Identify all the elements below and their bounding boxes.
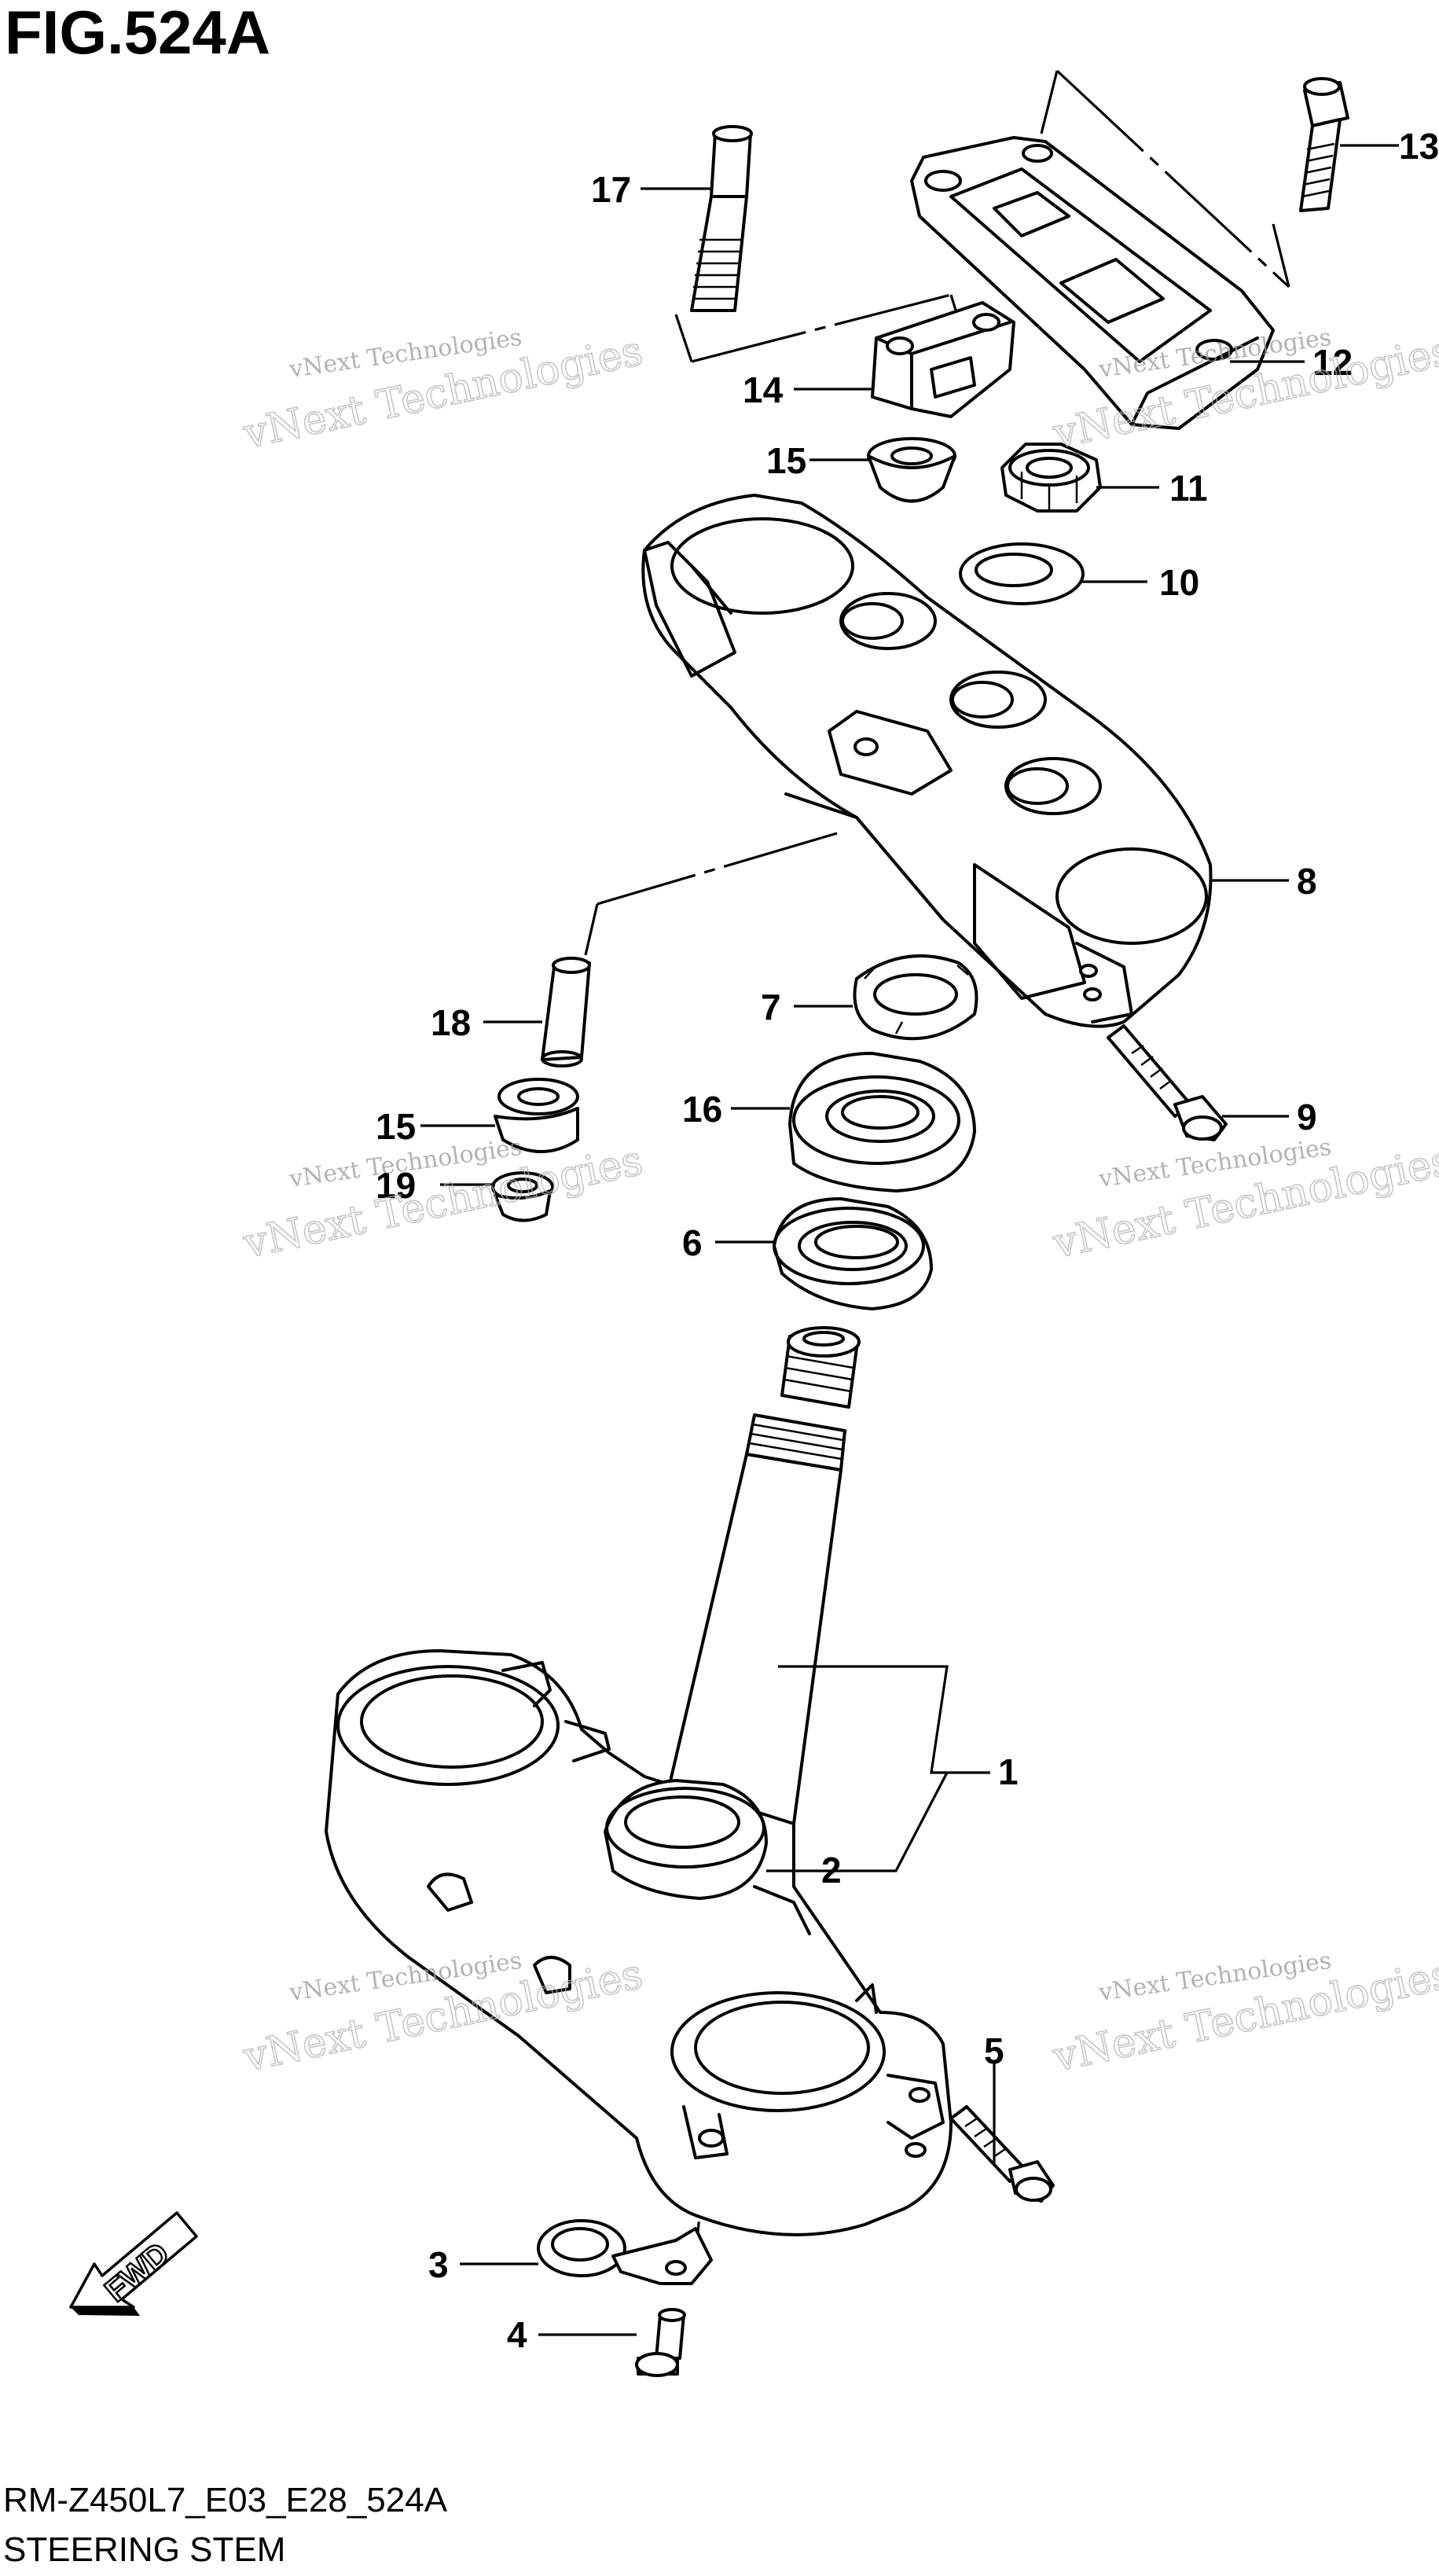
fwd-arrow-icon: FWD bbox=[69, 2211, 198, 2316]
callout-17: 17 bbox=[591, 169, 631, 210]
callout-11: 11 bbox=[1169, 468, 1208, 509]
part-18-collar bbox=[541, 957, 591, 1068]
part-9-bolt bbox=[1107, 1024, 1228, 1141]
part-11-stem-nut bbox=[1000, 443, 1102, 513]
part-3-cable-guide bbox=[537, 2219, 713, 2285]
part-6-bearing bbox=[773, 1197, 933, 1310]
part-7-ring-nut bbox=[853, 954, 978, 1041]
callout-8: 8 bbox=[1297, 861, 1317, 902]
watermark-6: vNext Technologies vNext Technologies bbox=[1048, 1947, 1439, 2082]
watermark-3: vNext Technologies vNext Technologies bbox=[238, 1134, 647, 1269]
part-16-dust-seal bbox=[788, 1052, 976, 1192]
callout-15-lower: 15 bbox=[376, 1106, 416, 1147]
part-8-upper-bracket bbox=[641, 494, 1213, 1028]
callout-3: 3 bbox=[428, 2244, 449, 2285]
part-10-washer bbox=[959, 542, 1085, 605]
callout-10: 10 bbox=[1159, 562, 1199, 603]
figure-code: RM-Z450L7_E03_E28_524A bbox=[3, 2481, 448, 2519]
part-13-bolt bbox=[1299, 77, 1349, 212]
callout-18: 18 bbox=[431, 1002, 471, 1043]
callout-1: 1 bbox=[998, 1751, 1019, 1792]
part-19-collar bbox=[491, 1171, 554, 1222]
callout-2: 2 bbox=[821, 1850, 842, 1891]
callout-labels: 1 2 3 4 5 6 7 8 9 10 11 12 13 14 15 15 1… bbox=[376, 126, 1439, 2355]
part-15-bushing-upper bbox=[867, 437, 956, 503]
figure-caption: STEERING STEM bbox=[3, 2530, 285, 2569]
leader-lines bbox=[420, 144, 1399, 2336]
callout-14: 14 bbox=[743, 369, 784, 410]
callout-13: 13 bbox=[1399, 126, 1439, 167]
part-17-bolt bbox=[690, 125, 753, 312]
watermark-1: vNext Technologies vNext Technologies bbox=[238, 324, 647, 459]
part-2-bearing bbox=[604, 1779, 768, 1900]
callout-19: 19 bbox=[376, 1165, 416, 1206]
callout-12: 12 bbox=[1312, 342, 1353, 383]
callout-4: 4 bbox=[507, 2314, 527, 2355]
callout-9: 9 bbox=[1297, 1097, 1317, 1137]
part-12-upper-clamp bbox=[910, 136, 1275, 430]
figure-title: FIG.524A bbox=[5, 0, 270, 67]
watermark-4: vNext Technologies vNext Technologies bbox=[1048, 1134, 1439, 1269]
callout-16: 16 bbox=[682, 1089, 722, 1130]
callout-7: 7 bbox=[761, 987, 781, 1027]
callout-15-upper: 15 bbox=[766, 440, 806, 481]
part-14-lower-clamp bbox=[871, 301, 1015, 418]
callout-5: 5 bbox=[984, 2030, 1004, 2071]
part-5-bolt bbox=[949, 2105, 1055, 2203]
part-4-screw bbox=[635, 2308, 686, 2377]
part-15-bushing-lower bbox=[494, 1078, 579, 1153]
part-1-steering-stem bbox=[325, 1326, 953, 2236]
callout-6: 6 bbox=[682, 1222, 703, 1263]
